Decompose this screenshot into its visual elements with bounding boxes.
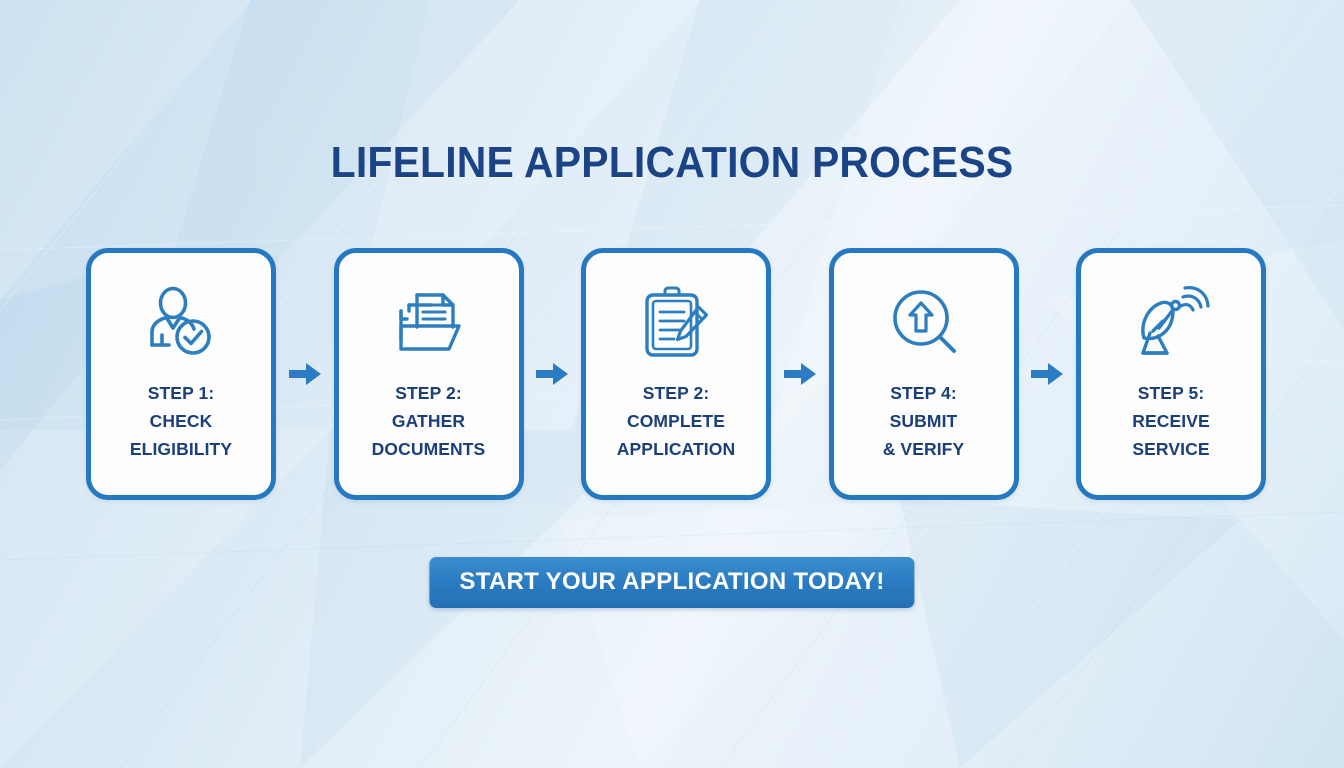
step-card-1-label: STEP 1: CHECK ELIGIBILITY xyxy=(129,383,233,459)
arrow-right-icon-3 xyxy=(781,358,819,390)
step-card-5[interactable]: STEP 5: RECEIVE SERVICE xyxy=(1076,248,1266,500)
page-title: LIFELINE APPLICATION PROCESS xyxy=(330,138,1014,187)
step-card-4[interactable]: STEP 4: SUBMIT & VERIFY xyxy=(828,248,1019,500)
satellite-dish-icon xyxy=(1125,277,1217,369)
clipboard-pencil-icon xyxy=(630,277,722,369)
start-application-button[interactable]: START YOUR APPLICATION TODAY! xyxy=(429,557,915,608)
person-check-icon xyxy=(135,277,227,369)
step-card-2-label: STEP 2: GATHER DOCUMENTS xyxy=(371,383,486,459)
step-card-5-label: STEP 5: RECEIVE SERVICE xyxy=(1132,383,1210,459)
process-flow: STEP 1: CHECK ELIGIBILITY xyxy=(86,248,1266,500)
magnifier-upload-icon xyxy=(878,277,970,369)
step-card-1[interactable]: STEP 1: CHECK ELIGIBILITY xyxy=(86,248,276,500)
folder-documents-icon xyxy=(383,277,475,369)
step-card-3[interactable]: STEP 2: COMPLETE APPLICATION xyxy=(581,248,771,500)
step-card-4-label: STEP 4: SUBMIT & VERIFY xyxy=(882,383,965,459)
arrow-right-icon-1 xyxy=(286,358,324,390)
step-card-2[interactable]: STEP 2: GATHER DOCUMENTS xyxy=(333,248,524,500)
arrow-right-icon-4 xyxy=(1028,358,1066,390)
arrow-right-icon-2 xyxy=(533,358,571,390)
step-card-3-label: STEP 2: COMPLETE APPLICATION xyxy=(616,383,736,459)
